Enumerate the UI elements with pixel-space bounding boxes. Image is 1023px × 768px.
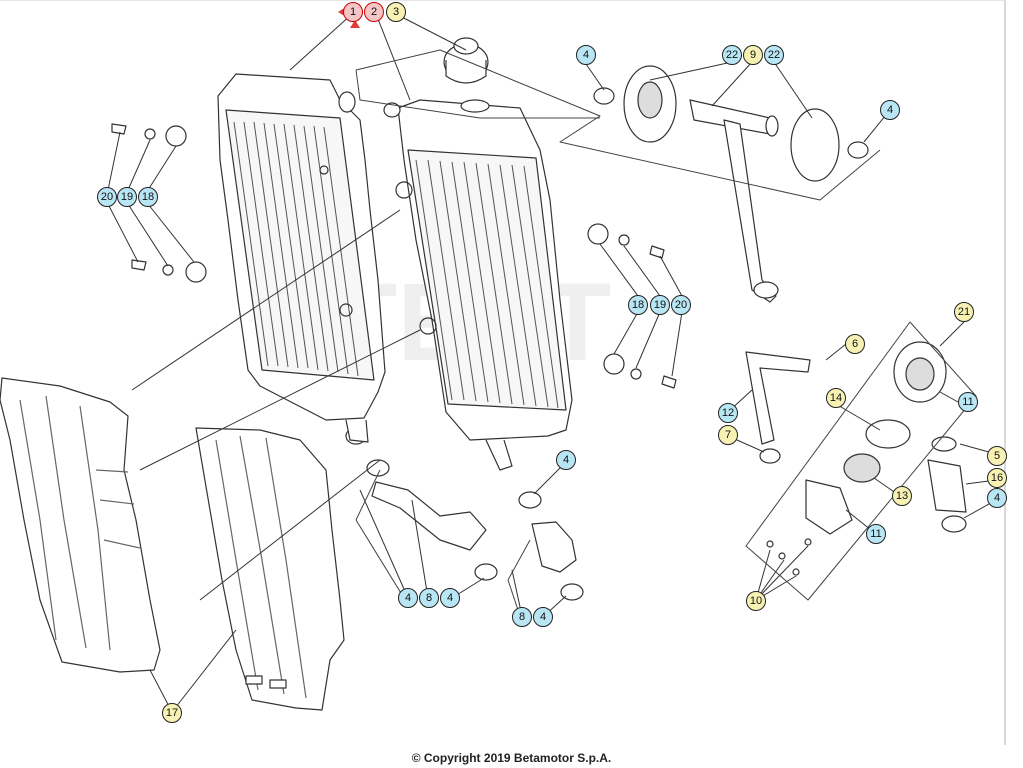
callout-4[interactable]: 4 (576, 45, 596, 65)
hose-clamps (111, 87, 967, 601)
callout-17[interactable]: 17 (162, 703, 182, 723)
left-radiator (217, 73, 386, 445)
hose-lower-left (371, 481, 487, 551)
callout-22[interactable]: 22 (764, 45, 784, 65)
callout-9[interactable]: 9 (743, 45, 763, 65)
callout-10[interactable]: 10 (746, 591, 766, 611)
radiator-cap (443, 37, 489, 84)
callout-20[interactable]: 20 (671, 295, 691, 315)
plate-left (623, 65, 677, 143)
copyright-text: © Copyright 2019 Betamotor S.p.A. (411, 751, 612, 765)
callout-18[interactable]: 18 (138, 187, 158, 207)
red-marker (350, 20, 360, 28)
callout-13[interactable]: 13 (892, 486, 912, 506)
callout-8[interactable]: 8 (419, 588, 439, 608)
callout-16[interactable]: 16 (987, 468, 1007, 488)
plate-right (790, 108, 840, 182)
callout-4[interactable]: 4 (440, 588, 460, 608)
left-shroud (0, 377, 161, 673)
callout-4[interactable]: 4 (880, 100, 900, 120)
callout-4[interactable]: 4 (987, 488, 1007, 508)
callout-7[interactable]: 7 (718, 425, 738, 445)
callout-21[interactable]: 21 (954, 302, 974, 322)
diagram-frame (0, 0, 1006, 745)
callout-20[interactable]: 20 (97, 187, 117, 207)
callout-14[interactable]: 14 (826, 388, 846, 408)
callout-11[interactable]: 11 (958, 392, 978, 412)
hose-12 (745, 351, 811, 445)
callout-8[interactable]: 8 (512, 607, 532, 627)
callout-11[interactable]: 11 (866, 524, 886, 544)
callout-4[interactable]: 4 (398, 588, 418, 608)
right-shroud (195, 427, 345, 711)
callout-5[interactable]: 5 (987, 446, 1007, 466)
callout-4[interactable]: 4 (556, 450, 576, 470)
callout-2[interactable]: 2 (364, 2, 384, 22)
callout-19[interactable]: 19 (117, 187, 137, 207)
y-pipe (689, 99, 779, 303)
callout-19[interactable]: 19 (650, 295, 670, 315)
callout-6[interactable]: 6 (845, 334, 865, 354)
right-radiator (383, 99, 573, 471)
hose-8 (531, 521, 577, 573)
callout-4[interactable]: 4 (533, 607, 553, 627)
callout-18[interactable]: 18 (628, 295, 648, 315)
callout-3[interactable]: 3 (386, 2, 406, 22)
callout-22[interactable]: 22 (722, 45, 742, 65)
callout-12[interactable]: 12 (718, 403, 738, 423)
callout-1[interactable]: 1 (343, 2, 363, 22)
water-pump (805, 341, 967, 535)
